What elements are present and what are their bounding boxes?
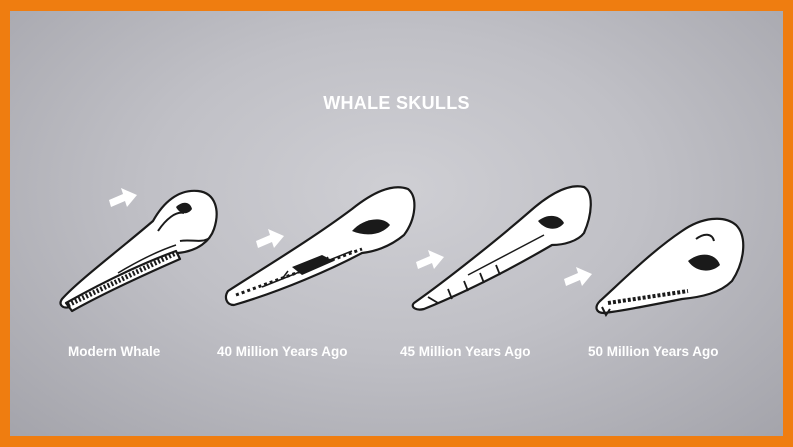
label-40-million: 40 Million Years Ago — [217, 344, 348, 359]
label-modern-whale: Modern Whale — [68, 344, 160, 359]
slide-title: WHALE SKULLS — [10, 93, 783, 114]
label-50-million: 50 Million Years Ago — [588, 344, 719, 359]
label-45-million: 45 Million Years Ago — [400, 344, 531, 359]
skull-50-million-drawing — [592, 211, 752, 321]
arrow-icon-modern — [107, 185, 139, 209]
slide-frame: WHALE SKULLS Modern Whale — [10, 11, 783, 436]
skull-modern-whale — [58, 181, 228, 316]
arrow-icon-40-million — [254, 226, 286, 250]
arrow-icon-50-million — [562, 264, 594, 288]
skull-50-million — [592, 211, 752, 321]
modern-whale-skull-drawing — [58, 181, 228, 316]
skull-40-million-drawing — [222, 179, 422, 314]
arrow-icon-45-million — [414, 247, 446, 271]
skull-40-million — [222, 179, 422, 314]
